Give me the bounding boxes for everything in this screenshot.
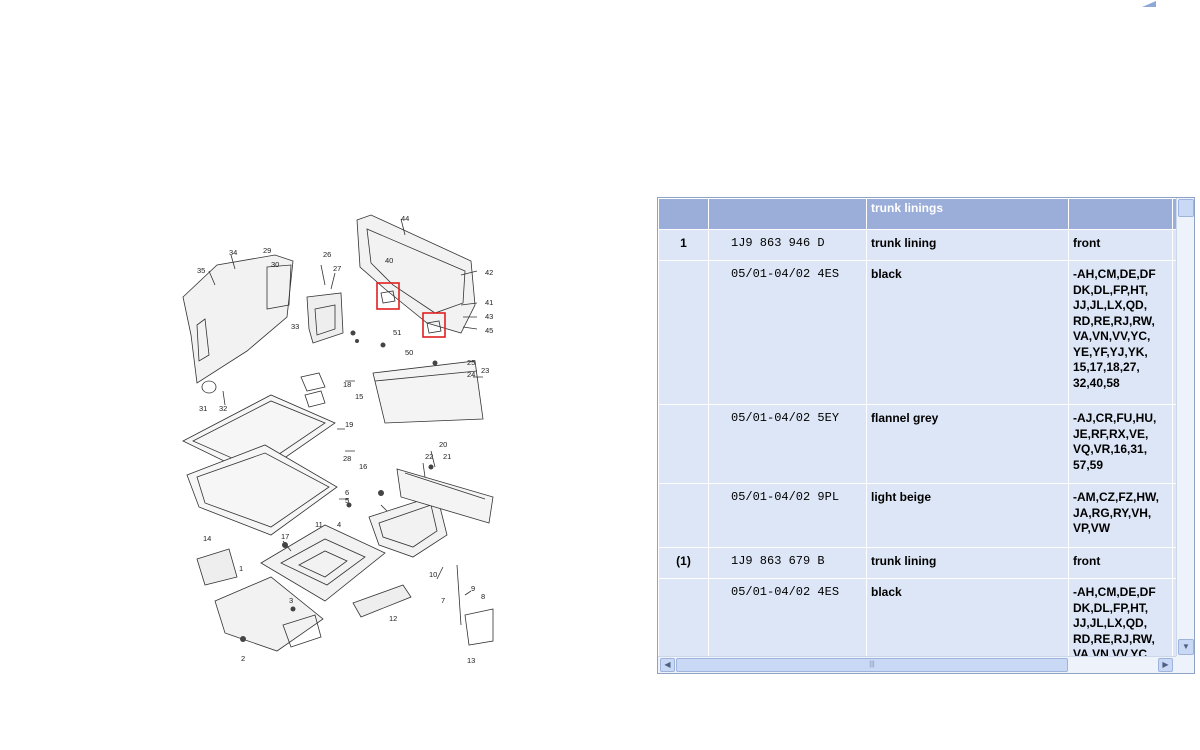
row-pos xyxy=(658,578,709,658)
horizontal-scroll-thumb[interactable]: ||| xyxy=(676,658,1068,672)
callout-label: 10 xyxy=(429,570,437,579)
table-row[interactable]: 05/01-04/02 4ES black -AH,CM,DE,DF DK,DL… xyxy=(658,578,1176,658)
parts-list-panel: trunk linings 1 1J9 863 946 D trunk lini… xyxy=(657,197,1195,674)
horizontal-scrollbar[interactable]: ◀ ||| ▶ xyxy=(658,656,1176,673)
callout-label: 11 xyxy=(315,520,323,529)
callout-label: 4 xyxy=(337,520,341,529)
callout-label: 20 xyxy=(439,440,447,449)
header-part-number xyxy=(708,198,867,230)
callout-label: 7 xyxy=(441,596,445,605)
vertical-scroll-thumb[interactable] xyxy=(1178,199,1194,217)
callout-label: 21 xyxy=(443,452,451,461)
row-remark: -AH,CM,DE,DF DK,DL,FP,HT, JJ,JL,LX,QD, R… xyxy=(1068,260,1173,405)
row-spacer xyxy=(1172,578,1176,658)
table-row[interactable]: (1) 1J9 863 679 B trunk lining front xyxy=(658,547,1176,579)
row-part-number[interactable]: 1J9 863 679 B xyxy=(708,547,867,579)
callout-label: 5 xyxy=(345,496,349,505)
row-part-number[interactable]: 05/01-04/02 4ES xyxy=(708,260,867,405)
row-remark: -AM,CZ,FZ,HW, JA,RG,RY,VH, VP,VW xyxy=(1068,483,1173,548)
row-remark: -AH,CM,DE,DF DK,DL,FP,HT, JJ,JL,LX,QD, R… xyxy=(1068,578,1173,658)
row-pos xyxy=(658,483,709,548)
callout-label: 33 xyxy=(291,322,299,331)
row-description: trunk lining xyxy=(866,547,1069,579)
row-part-number[interactable]: 05/01-04/02 9PL xyxy=(708,483,867,548)
callout-label: 30 xyxy=(271,260,279,269)
table-header-row: trunk linings xyxy=(658,198,1176,230)
callout-label: 44 xyxy=(401,214,409,223)
callout-label: 18 xyxy=(343,380,351,389)
callout-label: 3 xyxy=(289,596,293,605)
row-part-number[interactable]: 1J9 863 946 D xyxy=(708,229,867,261)
row-description: black xyxy=(866,578,1069,658)
callout-label: 6 xyxy=(345,488,349,497)
callout-label: 19 xyxy=(345,420,353,429)
parts-grid: trunk linings 1 1J9 863 946 D trunk lini… xyxy=(658,198,1176,658)
callout-label: 24 xyxy=(467,370,475,379)
callout-label: 51 xyxy=(393,328,401,337)
callout-label: 23 xyxy=(481,366,489,375)
callout-label: 40 xyxy=(385,256,393,265)
row-remark: front xyxy=(1068,229,1173,261)
callout-label: 17 xyxy=(281,532,289,541)
scroll-left-icon[interactable]: ◀ xyxy=(660,658,675,672)
callout-label: 14 xyxy=(203,534,211,543)
callout-label: 22 xyxy=(425,452,433,461)
callout-label: 41 xyxy=(485,298,493,307)
row-pos: 1 xyxy=(658,229,709,261)
row-part-number[interactable]: 05/01-04/02 5EY xyxy=(708,404,867,484)
callout-label: 15 xyxy=(355,392,363,401)
callout-label: 43 xyxy=(485,312,493,321)
row-pos xyxy=(658,260,709,405)
table-row[interactable]: 05/01-04/02 5EY flannel grey -AJ,CR,FU,H… xyxy=(658,404,1176,484)
callout-label: 28 xyxy=(343,454,351,463)
callout-label: 34 xyxy=(229,248,237,257)
row-part-number[interactable]: 05/01-04/02 4ES xyxy=(708,578,867,658)
callout-label: 1 xyxy=(239,564,243,573)
scroll-down-icon[interactable]: ▼ xyxy=(1178,639,1194,655)
row-description: trunk lining xyxy=(866,229,1069,261)
exploded-view-drawing: 44 42 41 43 45 40 51 50 25 24 23 34 29 3… xyxy=(182,214,494,665)
callout-label: 42 xyxy=(485,268,493,277)
row-description: black xyxy=(866,260,1069,405)
table-row[interactable]: 05/01-04/02 4ES black -AH,CM,DE,DF DK,DL… xyxy=(658,260,1176,405)
row-remark: front xyxy=(1068,547,1173,579)
corner-artifact xyxy=(1142,1,1156,7)
table-row[interactable]: 1 1J9 863 946 D trunk lining front xyxy=(658,229,1176,261)
callout-label: 31 xyxy=(199,404,207,413)
callout-label: 25 xyxy=(467,358,475,367)
scroll-right-icon[interactable]: ▶ xyxy=(1158,658,1173,672)
row-description: flannel grey xyxy=(866,404,1069,484)
highlight-box-2 xyxy=(422,312,446,338)
callout-label: 45 xyxy=(485,326,493,335)
callout-label: 9 xyxy=(471,584,475,593)
callout-label: 16 xyxy=(359,462,367,471)
row-description: light beige xyxy=(866,483,1069,548)
callout-label: 12 xyxy=(389,614,397,623)
callout-label: 29 xyxy=(263,246,271,255)
callout-label: 26 xyxy=(323,250,331,259)
parts-table: trunk linings 1 1J9 863 946 D trunk lini… xyxy=(658,198,1176,658)
callout-label: 13 xyxy=(467,656,475,665)
header-remark xyxy=(1068,198,1173,230)
callout-label: 35 xyxy=(197,266,205,275)
callout-label: 32 xyxy=(219,404,227,413)
callout-label: 50 xyxy=(405,348,413,357)
callout-label: 2 xyxy=(241,654,245,663)
table-row[interactable]: 05/01-04/02 9PL light beige -AM,CZ,FZ,HW… xyxy=(658,483,1176,548)
scrollbar-corner xyxy=(1176,656,1194,673)
row-pos xyxy=(658,404,709,484)
parts-diagram: 44 42 41 43 45 40 51 50 25 24 23 34 29 3… xyxy=(175,205,505,675)
row-remark: -AJ,CR,FU,HU, JE,RF,RX,VE, VQ,VR,16,31, … xyxy=(1068,404,1173,484)
highlight-box-1 xyxy=(376,282,400,310)
callout-label: 8 xyxy=(481,592,485,601)
vertical-scrollbar[interactable]: ▼ xyxy=(1176,198,1194,658)
row-pos: (1) xyxy=(658,547,709,579)
header-pos xyxy=(658,198,709,230)
callout-label: 27 xyxy=(333,264,341,273)
header-description: trunk linings xyxy=(866,198,1069,230)
